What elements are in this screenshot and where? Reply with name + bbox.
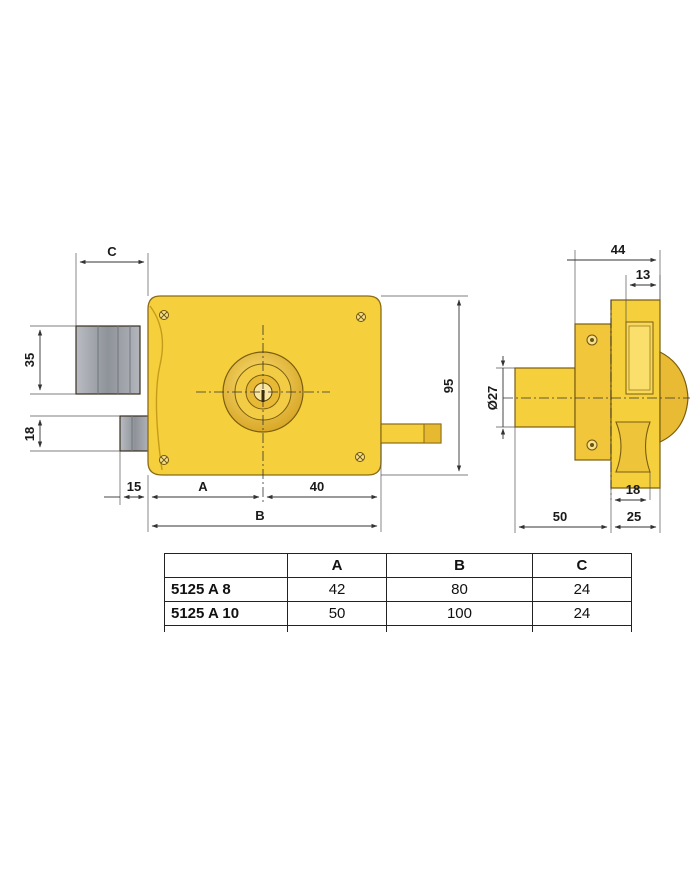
dim-label-95: 95 [441,379,456,393]
dim-label-40: 40 [310,479,324,494]
front-view [75,295,442,505]
dim-label-15: 15 [127,479,141,494]
cylinder-shaft [514,367,576,428]
dim-label-35: 35 [22,353,37,367]
screw-icon [586,334,598,346]
side-dimensions: 44 13 Ø27 18 50 25 [485,242,661,533]
dim-label-a: A [198,479,208,494]
screw-icon [356,312,366,322]
table-tail-row [164,625,633,632]
dimension-table: A B C 5125 A 8 42 80 24 5125 A 10 50 100… [164,553,633,632]
table-header-cell: C [531,553,633,578]
dim-label-44: 44 [611,242,626,257]
dim-label-13: 13 [636,267,650,282]
front-dimensions: C 35 18 15 A 40 B 95 [22,244,468,532]
screw-icon [586,439,598,451]
dim-label-50: 50 [553,509,567,524]
table-row: 5125 A 10 50 100 24 [164,601,633,626]
table-cell: 24 [531,577,633,602]
side-view [503,299,690,500]
table-cell: 80 [386,577,533,602]
table-header-cell: A [286,553,388,578]
model-cell: 5125 A 10 [164,601,288,626]
table-header-row: A B C [164,553,633,578]
strike-bar [380,423,442,444]
table-cell: 100 [386,601,533,626]
table-header-cell: B [386,553,533,578]
dead-bolt [75,325,141,395]
dim-label-c: C [107,244,117,259]
table-cell: 50 [286,601,388,626]
table-cell: 24 [531,601,633,626]
table-header-cell [164,553,288,578]
screw-icon [159,455,169,465]
screw-icon [159,310,169,320]
dim-label-27: Ø27 [485,386,500,411]
dim-label-18-right: 18 [626,482,640,497]
dim-label-b: B [255,508,264,523]
dim-label-25: 25 [627,509,641,524]
model-cell: 5125 A 8 [164,577,288,602]
latch-bolt [119,415,151,452]
table-cell: 42 [286,577,388,602]
dim-label-18-left: 18 [22,427,37,441]
table-row: 5125 A 8 42 80 24 [164,577,633,602]
screw-icon [355,452,365,462]
